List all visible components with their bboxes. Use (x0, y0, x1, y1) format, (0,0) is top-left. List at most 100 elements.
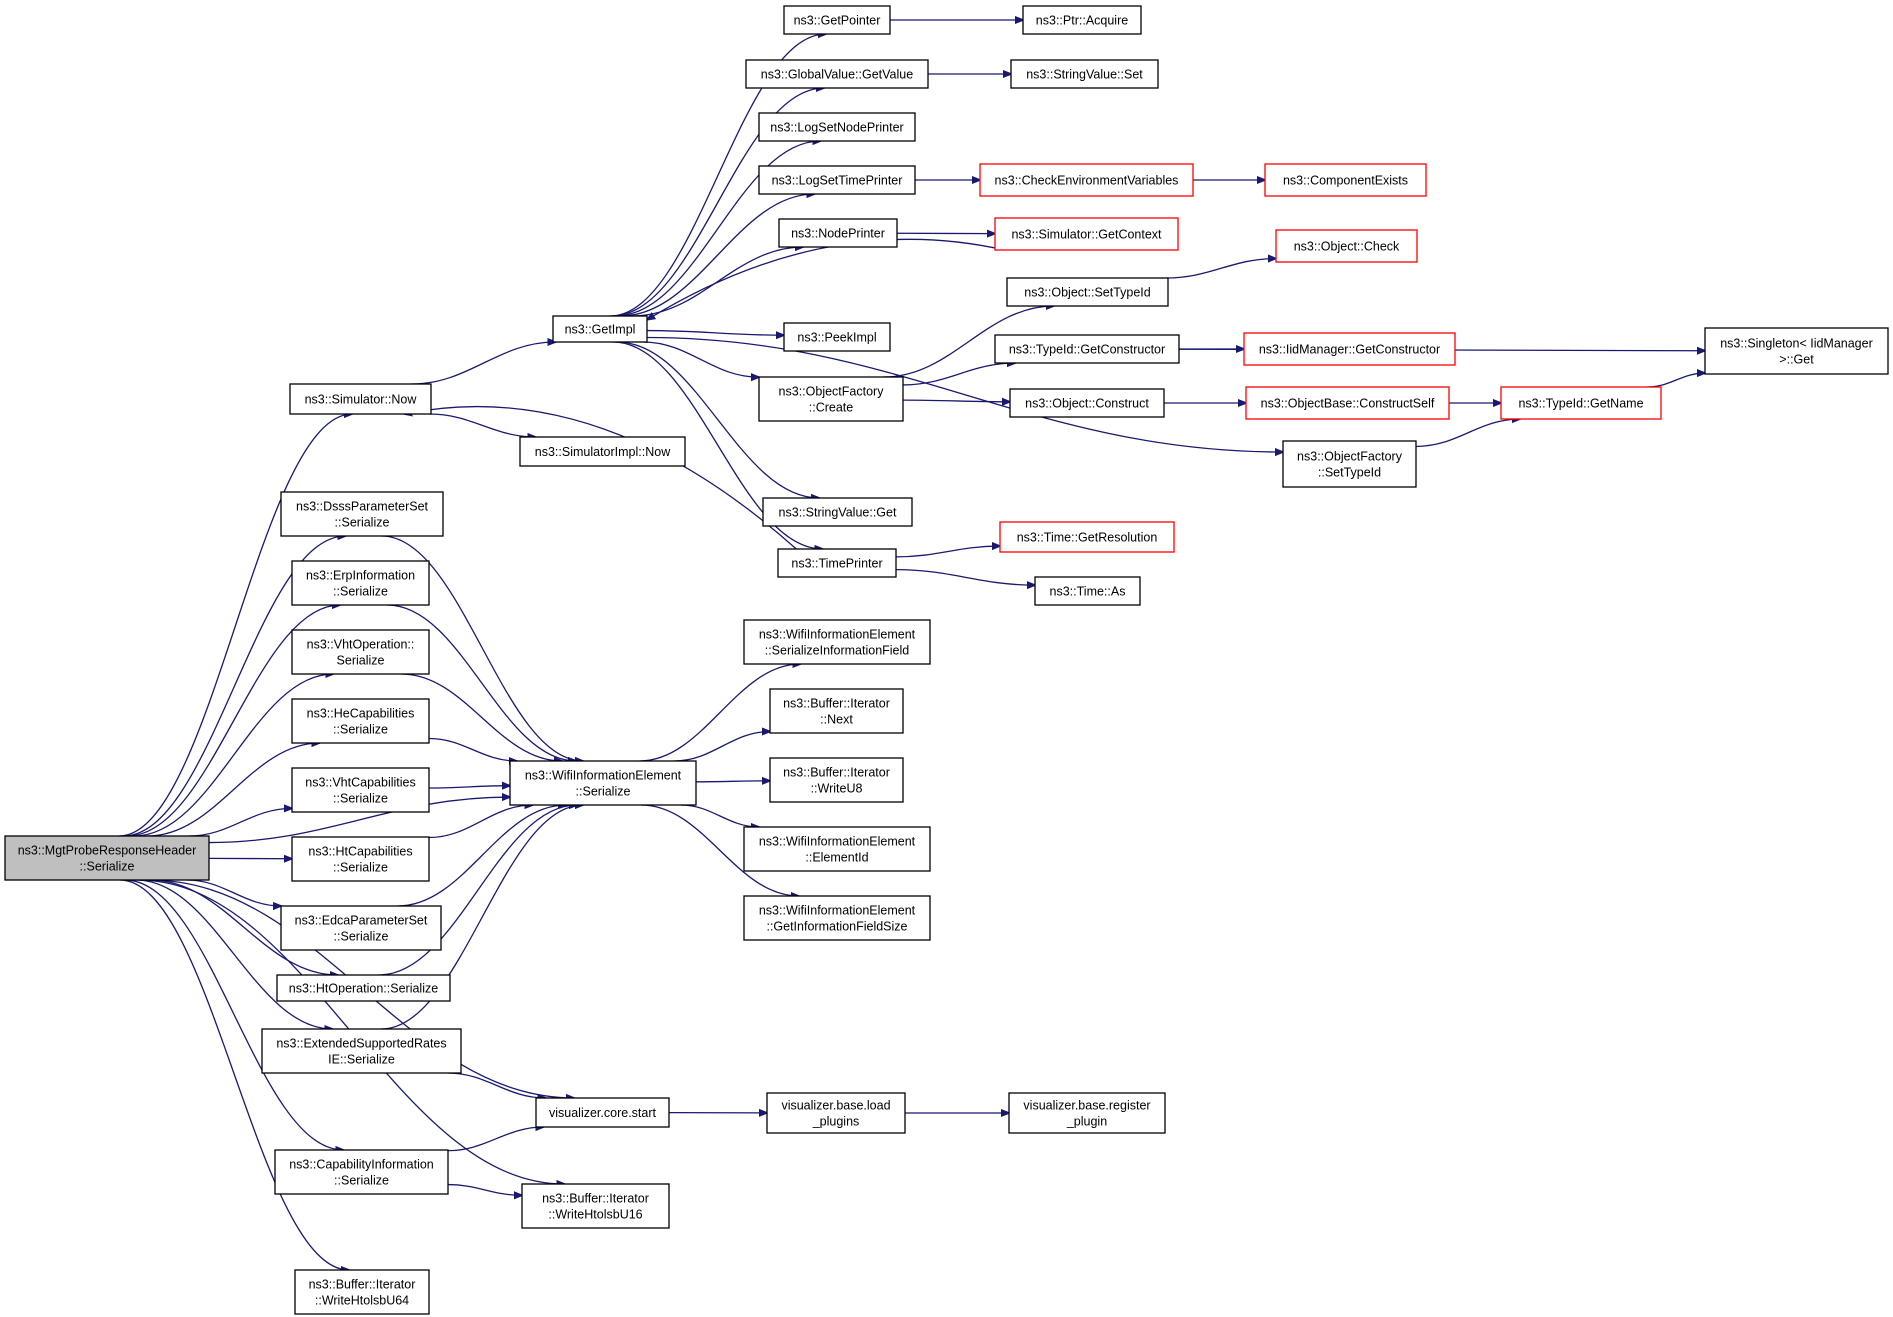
node-vizreg[interactable]: visualizer.base.register_plugin (1008, 1092, 1166, 1134)
node-box[interactable] (994, 334, 1180, 364)
node-box[interactable] (778, 218, 898, 248)
node-box[interactable] (1264, 163, 1427, 197)
node-box[interactable] (777, 548, 897, 578)
node-edca[interactable]: ns3::EdcaParameterSet::Serialize (280, 905, 442, 951)
node-svset[interactable]: ns3::StringValue::Set (1010, 59, 1159, 89)
node-svget[interactable]: ns3::StringValue::Get (762, 497, 913, 527)
node-box[interactable] (769, 688, 904, 734)
node-objconstruct[interactable]: ns3::Object::Construct (1009, 388, 1165, 418)
node-box[interactable] (535, 1097, 670, 1128)
node-erp[interactable]: ns3::ErpInformation::Serialize (291, 560, 430, 606)
node-hecap[interactable]: ns3::HeCapabilities::Serialize (291, 698, 430, 744)
node-box[interactable] (291, 836, 430, 882)
node-capinfo[interactable]: ns3::CapabilityInformation::Serialize (274, 1149, 449, 1195)
node-htcap[interactable]: ns3::HtCapabilities::Serialize (291, 836, 430, 882)
node-ofcreate[interactable]: ns3::ObjectFactory::Create (758, 376, 904, 422)
node-objcheck[interactable]: ns3::Object::Check (1275, 229, 1418, 263)
node-box[interactable] (1704, 327, 1889, 375)
node-box[interactable] (276, 974, 451, 1002)
node-box[interactable] (1010, 59, 1159, 89)
node-logtime[interactable]: ns3::LogSetTimePrinter (758, 165, 916, 195)
node-singleton[interactable]: ns3::Singleton< IidManager >::Get (1704, 327, 1889, 375)
node-box[interactable] (1282, 440, 1417, 488)
node-box[interactable] (766, 1092, 906, 1134)
node-box[interactable] (509, 760, 697, 806)
node-gvget[interactable]: ns3::GlobalValue::GetValue (745, 59, 929, 89)
node-box[interactable] (1022, 5, 1142, 35)
node-vizload[interactable]: visualizer.base.load_plugins (766, 1092, 906, 1134)
node-box[interactable] (1245, 386, 1450, 420)
node-dsss[interactable]: ns3::DsssParameterSet::Serialize (280, 491, 444, 537)
node-iidgetctor[interactable]: ns3::IidManager::GetConstructor (1243, 332, 1456, 366)
node-box[interactable] (280, 905, 442, 951)
node-ofsettid[interactable]: ns3::ObjectFactory::SetTypeId (1282, 440, 1417, 488)
node-box[interactable] (769, 757, 904, 803)
node-getptr[interactable]: ns3::GetPointer (783, 5, 891, 35)
node-wie_sif[interactable]: ns3::WifiInformationElement::SerializeIn… (743, 619, 931, 665)
node-bi_next[interactable]: ns3::Buffer::Iterator::Next (769, 688, 904, 734)
node-wrU16[interactable]: ns3::Buffer::Iterator::WriteHtolsbU16 (521, 1183, 670, 1229)
node-box[interactable] (289, 383, 432, 415)
node-box[interactable] (743, 895, 931, 941)
node-box[interactable] (291, 767, 430, 813)
node-box[interactable] (4, 835, 210, 881)
node-box[interactable] (1034, 576, 1141, 606)
node-box[interactable] (783, 322, 891, 352)
node-box[interactable] (758, 165, 916, 195)
node-box[interactable] (1008, 1092, 1166, 1134)
node-box[interactable] (274, 1149, 449, 1195)
node-peekimpl[interactable]: ns3::PeekImpl (783, 322, 891, 352)
node-timegetres[interactable]: ns3::Time::GetResolution (999, 521, 1175, 553)
node-box[interactable] (261, 1028, 462, 1074)
node-box[interactable] (979, 163, 1194, 197)
node-root[interactable]: ns3::MgtProbeResponseHeader::Serialize (4, 835, 210, 881)
node-box[interactable] (994, 217, 1179, 251)
node-box[interactable] (762, 497, 913, 527)
node-box[interactable] (1275, 229, 1418, 263)
node-box[interactable] (280, 491, 444, 537)
node-wie_eid[interactable]: ns3::WifiInformationElement::ElementId (743, 826, 931, 872)
node-wie_gifs[interactable]: ns3::WifiInformationElement::GetInformat… (743, 895, 931, 941)
node-compexists[interactable]: ns3::ComponentExists (1264, 163, 1427, 197)
node-vhtop[interactable]: ns3::VhtOperation::Serialize (291, 629, 430, 675)
node-tidgetname[interactable]: ns3::TypeId::GetName (1500, 386, 1662, 420)
node-box[interactable] (521, 1183, 670, 1229)
node-objbasector[interactable]: ns3::ObjectBase::ConstructSelf (1245, 386, 1450, 420)
node-wie[interactable]: ns3::WifiInformationElement::Serialize (509, 760, 697, 806)
node-timeas[interactable]: ns3::Time::As (1034, 576, 1141, 606)
node-bi_wu8[interactable]: ns3::Buffer::Iterator::WriteU8 (769, 757, 904, 803)
node-tidgetctor[interactable]: ns3::TypeId::GetConstructor (994, 334, 1180, 364)
node-timeprinter[interactable]: ns3::TimePrinter (777, 548, 897, 578)
node-vhtcap[interactable]: ns3::VhtCapabilities::Serialize (291, 767, 430, 813)
node-box[interactable] (294, 1269, 430, 1315)
node-vizstart[interactable]: visualizer.core.start (535, 1097, 670, 1128)
node-getimpl[interactable]: ns3::GetImpl (552, 315, 648, 343)
node-htop[interactable]: ns3::HtOperation::Serialize (276, 974, 451, 1002)
node-box[interactable] (552, 315, 648, 343)
node-box[interactable] (291, 629, 430, 675)
node-simnow[interactable]: ns3::Simulator::Now (289, 383, 432, 415)
node-box[interactable] (1006, 277, 1169, 307)
node-box[interactable] (1243, 332, 1456, 366)
node-box[interactable] (745, 59, 929, 89)
node-simimplnow[interactable]: ns3::SimulatorImpl::Now (519, 436, 686, 467)
node-ptracq[interactable]: ns3::Ptr::Acquire (1022, 5, 1142, 35)
node-box[interactable] (519, 436, 686, 467)
node-box[interactable] (1009, 388, 1165, 418)
node-box[interactable] (743, 619, 931, 665)
node-lognode[interactable]: ns3::LogSetNodePrinter (758, 112, 916, 142)
node-nodeprinter[interactable]: ns3::NodePrinter (778, 218, 898, 248)
node-box[interactable] (758, 112, 916, 142)
node-box[interactable] (783, 5, 891, 35)
node-simgetctx[interactable]: ns3::Simulator::GetContext (994, 217, 1179, 251)
node-box[interactable] (743, 826, 931, 872)
node-box[interactable] (758, 376, 904, 422)
node-box[interactable] (1500, 386, 1662, 420)
node-objsettid[interactable]: ns3::Object::SetTypeId (1006, 277, 1169, 307)
node-box[interactable] (291, 698, 430, 744)
node-box[interactable] (291, 560, 430, 606)
node-box[interactable] (999, 521, 1175, 553)
node-wrU64[interactable]: ns3::Buffer::Iterator::WriteHtolsbU64 (294, 1269, 430, 1315)
node-checkenv[interactable]: ns3::CheckEnvironmentVariables (979, 163, 1194, 197)
